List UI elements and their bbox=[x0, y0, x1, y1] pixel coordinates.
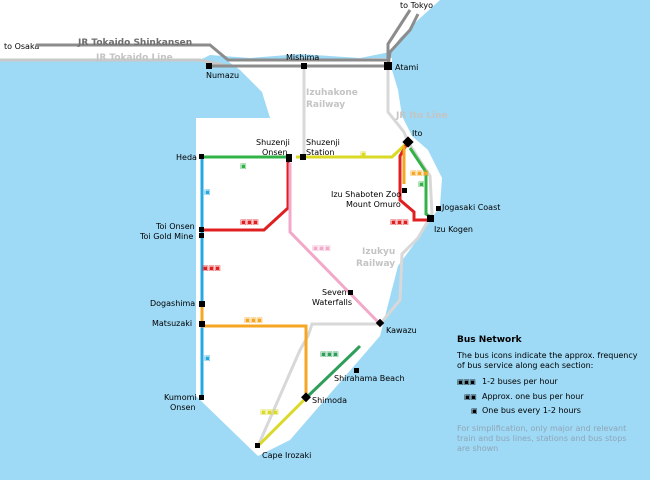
label-seven-waterfalls-2: Waterfalls bbox=[312, 298, 352, 307]
izukyu-label-2: Railway bbox=[356, 259, 395, 269]
label-shuzenji-onsen-2: Onsen bbox=[262, 148, 288, 157]
izuhakone-label-1: Izuhakone bbox=[306, 88, 358, 98]
stop-shirahama bbox=[354, 368, 359, 373]
stop-cape-irozaki bbox=[255, 443, 260, 448]
station-shuzenji bbox=[300, 154, 306, 160]
legend-description-1: The bus icons indicate the approx. frequ… bbox=[456, 351, 638, 360]
stop-kumomi bbox=[199, 395, 204, 400]
legend-note-3: are shown bbox=[457, 444, 498, 453]
legend-title: Bus Network bbox=[457, 335, 523, 345]
izukyu-railway bbox=[378, 141, 434, 325]
legend-item-3: One bus every 1-2 hours bbox=[482, 406, 581, 415]
legend-note-2: train and bus lines, stations and bus st… bbox=[457, 434, 626, 443]
label-shirahama-beach: Shirahama Beach bbox=[334, 374, 405, 383]
ito-line-label: JR Ito Line bbox=[395, 111, 448, 121]
label-izu-shaboten-zoo: Izu Shaboten Zoo bbox=[331, 190, 401, 199]
label-heda: Heda bbox=[176, 153, 197, 162]
label-dogashima: Dogashima bbox=[150, 299, 195, 308]
legend-description-2: of bus service along each section: bbox=[457, 361, 593, 370]
bus-three-icon: ▣▣▣ bbox=[410, 169, 428, 177]
label-jogasaki-coast: Jogasaki Coast bbox=[441, 203, 500, 212]
bus-three-icon: ▣▣▣ bbox=[320, 350, 338, 358]
label-mishima: Mishima bbox=[286, 53, 319, 62]
bus-one-icon: ▣ bbox=[204, 354, 210, 362]
bus-three-icon: ▣▣▣ bbox=[240, 218, 258, 226]
bus-one-icon: ▣ bbox=[360, 150, 366, 158]
label-seven-waterfalls-1: Seven bbox=[322, 288, 347, 297]
stop-shaboten bbox=[402, 188, 407, 193]
station-ito bbox=[402, 136, 414, 148]
label-toi-gold-mine: Toi Gold Mine bbox=[139, 232, 193, 241]
station-shimoda bbox=[301, 392, 311, 403]
label-matsuzaki: Matsuzaki bbox=[152, 319, 192, 328]
legend: Bus Network The bus icons indicate the a… bbox=[456, 335, 638, 453]
label-izu-kogen: Izu Kogen bbox=[434, 225, 473, 234]
mainland bbox=[0, 0, 440, 60]
legend-item-2: Approx. one bus per hour bbox=[482, 392, 584, 401]
bus-line-shimoda-irozaki bbox=[256, 396, 308, 448]
label-toi-onsen: Toi Onsen bbox=[155, 222, 195, 231]
label-cape-irozaki: Cape Irozaki bbox=[262, 451, 311, 460]
label-kumomi-onsen-1: Kumomi bbox=[164, 393, 197, 402]
bus-one-icon: ▣ bbox=[204, 188, 210, 196]
bus-one-icon: ▣ bbox=[418, 180, 424, 188]
station-shuzenji-onsen bbox=[286, 154, 292, 162]
tokaido-label: JR Tokaido Line bbox=[95, 53, 173, 63]
izuhakone-label-2: Railway bbox=[306, 100, 345, 110]
stop-jogasaki bbox=[436, 206, 441, 211]
label-kawazu: Kawazu bbox=[386, 326, 417, 335]
label-atami: Atami bbox=[395, 63, 418, 72]
bus-line-shimoda-shirahama bbox=[304, 344, 362, 400]
bus-two-icon: ▣▣ bbox=[464, 393, 476, 401]
shinkansen-line bbox=[36, 9, 412, 62]
bus-line-ito-izukogen bbox=[398, 141, 430, 222]
stop-heda bbox=[199, 154, 204, 159]
bus-three-icon: ▣▣▣ bbox=[202, 264, 220, 272]
legend-note-1: For simplification, only major and relev… bbox=[457, 424, 626, 433]
to-osaka-label: to Osaka bbox=[4, 42, 39, 51]
to-tokyo-label: to Tokyo bbox=[400, 1, 433, 10]
label-kumomi-onsen-2: Onsen bbox=[170, 403, 196, 412]
station-markers bbox=[199, 62, 441, 448]
shinkansen-label: JR Tokaido Shinkansen bbox=[77, 38, 192, 48]
stop-dogashima bbox=[199, 301, 205, 307]
label-shuzenji-onsen-1: Shuzenji bbox=[256, 138, 290, 147]
bus-three-icon: ▣▣▣ bbox=[390, 218, 408, 226]
label-shimoda: Shimoda bbox=[312, 396, 347, 405]
bus-one-icon: ▣ bbox=[240, 162, 246, 170]
label-shuzenji-station-2: Station bbox=[306, 148, 334, 157]
label-numazu: Numazu bbox=[206, 71, 239, 80]
bus-three-icon: ▣▣▣ bbox=[244, 316, 262, 324]
stop-toi-onsen bbox=[199, 227, 204, 232]
bus-three-icon: ▣▣▣ bbox=[312, 244, 330, 252]
stop-seven-waterfalls bbox=[348, 290, 353, 295]
station-mishima bbox=[301, 63, 307, 69]
station-numazu bbox=[206, 63, 212, 69]
label-mount-omuro: Mount Omuro bbox=[346, 200, 401, 209]
station-izu-kogen bbox=[427, 215, 434, 222]
bus-three-icon: ▣▣▣ bbox=[457, 378, 475, 386]
bus-one-icon: ▣ bbox=[471, 407, 477, 415]
izukyu-label-1: Izukyu bbox=[362, 247, 395, 257]
label-ito: Ito bbox=[412, 129, 422, 138]
stop-matsuzaki bbox=[199, 321, 205, 327]
bus-line-matsuzaki-shimoda bbox=[200, 304, 308, 398]
station-kawazu bbox=[375, 318, 385, 328]
legend-item-1: 1-2 buses per hour bbox=[482, 377, 558, 386]
ito-line bbox=[386, 66, 410, 143]
stop-toi-gold-mine bbox=[199, 233, 204, 238]
label-shuzenji-station-1: Shuzenji bbox=[306, 138, 340, 147]
bus-three-icon: ▣▣▣ bbox=[260, 408, 278, 416]
station-atami bbox=[384, 62, 392, 70]
